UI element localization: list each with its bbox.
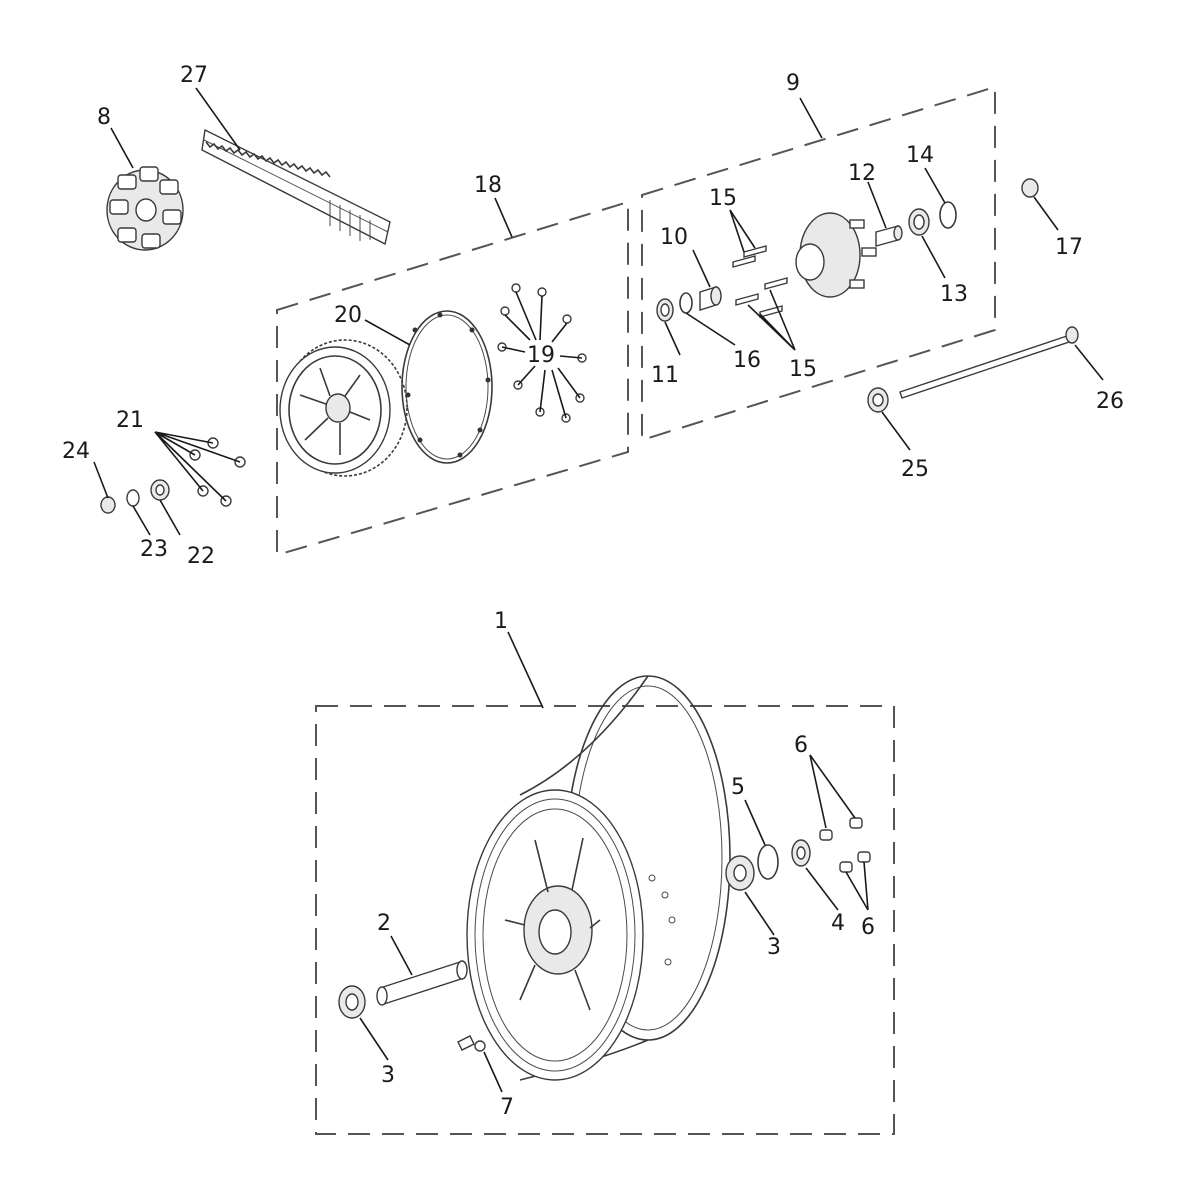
group-box-18 [276, 200, 629, 557]
bearing-3-right[interactable] [725, 855, 755, 891]
callout-20: 20 [334, 303, 362, 328]
callout-5: 5 [731, 775, 745, 800]
callout-4: 4 [831, 911, 845, 936]
callout-13: 13 [940, 282, 968, 307]
callout-10: 10 [660, 225, 688, 250]
bearing-13[interactable] [908, 208, 930, 236]
group-box-9 [641, 85, 996, 442]
circlip-5[interactable] [757, 844, 779, 880]
callout-7: 7 [500, 1095, 514, 1120]
bearing-3-left[interactable] [338, 985, 366, 1019]
callout-26: 26 [1096, 389, 1124, 414]
callout-3-left: 3 [381, 1063, 395, 1088]
callout-22: 22 [187, 544, 215, 569]
rear-wheel[interactable] [466, 675, 731, 1081]
pulley-nuts[interactable] [189, 437, 246, 507]
callout-24: 24 [62, 439, 90, 464]
group-box-1 [315, 705, 895, 1135]
axle-spacer-2[interactable] [376, 960, 468, 1006]
callout-16: 16 [733, 348, 761, 373]
spacer-22[interactable] [150, 479, 170, 501]
bearing-11[interactable] [656, 298, 674, 322]
callout-15-top: 15 [709, 186, 737, 211]
callout-27: 27 [180, 63, 208, 88]
callout-17: 17 [1055, 235, 1083, 260]
spacer-25[interactable] [867, 387, 889, 413]
callout-12: 12 [848, 161, 876, 186]
callout-6-top: 6 [794, 733, 808, 758]
rear-pulley[interactable] [279, 339, 408, 477]
callout-3-right: 3 [767, 935, 781, 960]
washer-23[interactable] [126, 489, 140, 507]
cush-drive-rubbers[interactable] [106, 166, 184, 251]
callout-2: 2 [377, 911, 391, 936]
callout-15-bottom: 15 [789, 357, 817, 382]
callout-23: 23 [140, 537, 168, 562]
callout-21: 21 [116, 408, 144, 433]
circlip-14[interactable] [939, 201, 957, 229]
nut-24[interactable] [100, 496, 116, 514]
pulley-gasket[interactable] [401, 310, 493, 464]
spacer-10[interactable] [699, 286, 722, 311]
spacer-12[interactable] [875, 225, 903, 247]
callout-25: 25 [901, 457, 929, 482]
seal-4[interactable] [791, 839, 811, 867]
callout-19: 19 [527, 343, 555, 368]
callout-14: 14 [906, 143, 934, 168]
callout-11: 11 [651, 363, 679, 388]
studs-6[interactable] [819, 817, 871, 873]
callout-1: 1 [494, 609, 508, 634]
callout-18: 18 [474, 173, 502, 198]
drive-belt[interactable] [201, 128, 391, 246]
drive-hub[interactable] [795, 212, 877, 298]
callout-8: 8 [97, 105, 111, 130]
callout-6-bottom: 6 [861, 915, 875, 940]
callout-9: 9 [786, 71, 800, 96]
dowels-15[interactable] [732, 245, 788, 318]
circlip-16[interactable] [679, 292, 693, 314]
nut-17[interactable] [1021, 178, 1039, 198]
valve-7[interactable] [457, 1035, 486, 1052]
spindle-26[interactable] [899, 326, 1079, 399]
